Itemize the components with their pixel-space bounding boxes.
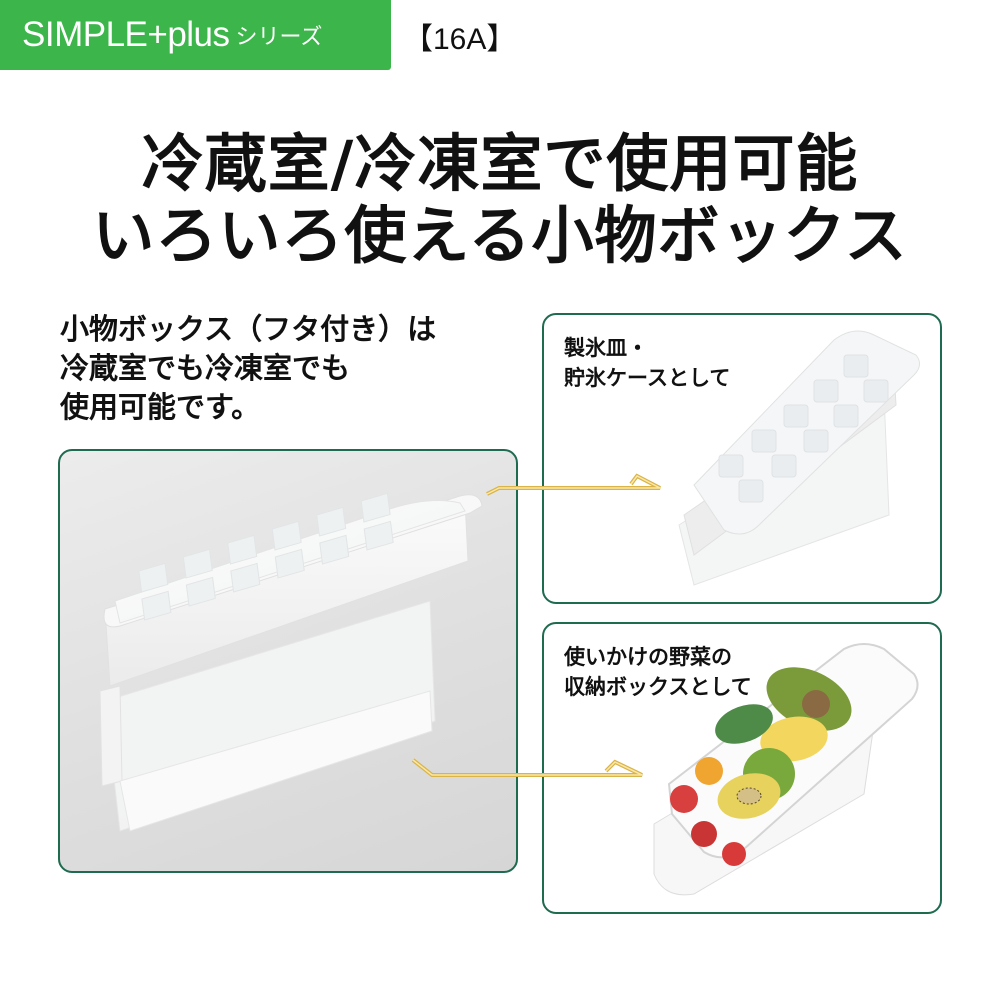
ice-tray-panel: 製氷皿・ 貯氷ケースとして [542, 313, 942, 604]
vegetable-caption: 使いかけの野菜の 収納ボックスとして [564, 642, 752, 702]
product-image-vegetables [653, 643, 919, 896]
callout-arrow-vegetables [411, 758, 643, 777]
model-code: 【16A】 [403, 23, 517, 56]
veg-caption-line-2: 収納ボックスとして [564, 675, 752, 699]
intro-line-3: 使用可能です。 [60, 390, 261, 424]
ice-caption-line-1: 製氷皿・ [564, 336, 648, 360]
ice-caption-line-2: 貯氷ケースとして [564, 366, 731, 390]
series-name: SIMPLE+plus [22, 15, 230, 54]
intro-line-1: 小物ボックス（フタ付き）は [60, 312, 437, 346]
product-image-main [99, 492, 483, 832]
headline-line-1: 冷蔵室/冷凍室で使用可能 [141, 127, 859, 200]
main-product-panel [58, 449, 518, 873]
veg-caption-line-1: 使いかけの野菜の [564, 645, 732, 669]
intro-line-2: 冷蔵室でも冷凍室でも [60, 351, 351, 385]
page-title: 冷蔵室/冷凍室で使用可能 いろいろ使える小物ボックス [0, 128, 1000, 272]
series-banner: SIMPLE+plus シリーズ [0, 0, 391, 70]
product-image-ice-tray [678, 330, 920, 586]
series-suffix: シリーズ [235, 25, 323, 50]
ice-tray-caption: 製氷皿・ 貯氷ケースとして [564, 333, 730, 393]
headline-line-2: いろいろ使える小物ボックス [92, 199, 908, 272]
callout-arrow-ice [486, 473, 661, 496]
intro-text: 小物ボックス（フタ付き）は 冷蔵室でも冷凍室でも 使用可能です。 [60, 310, 436, 427]
